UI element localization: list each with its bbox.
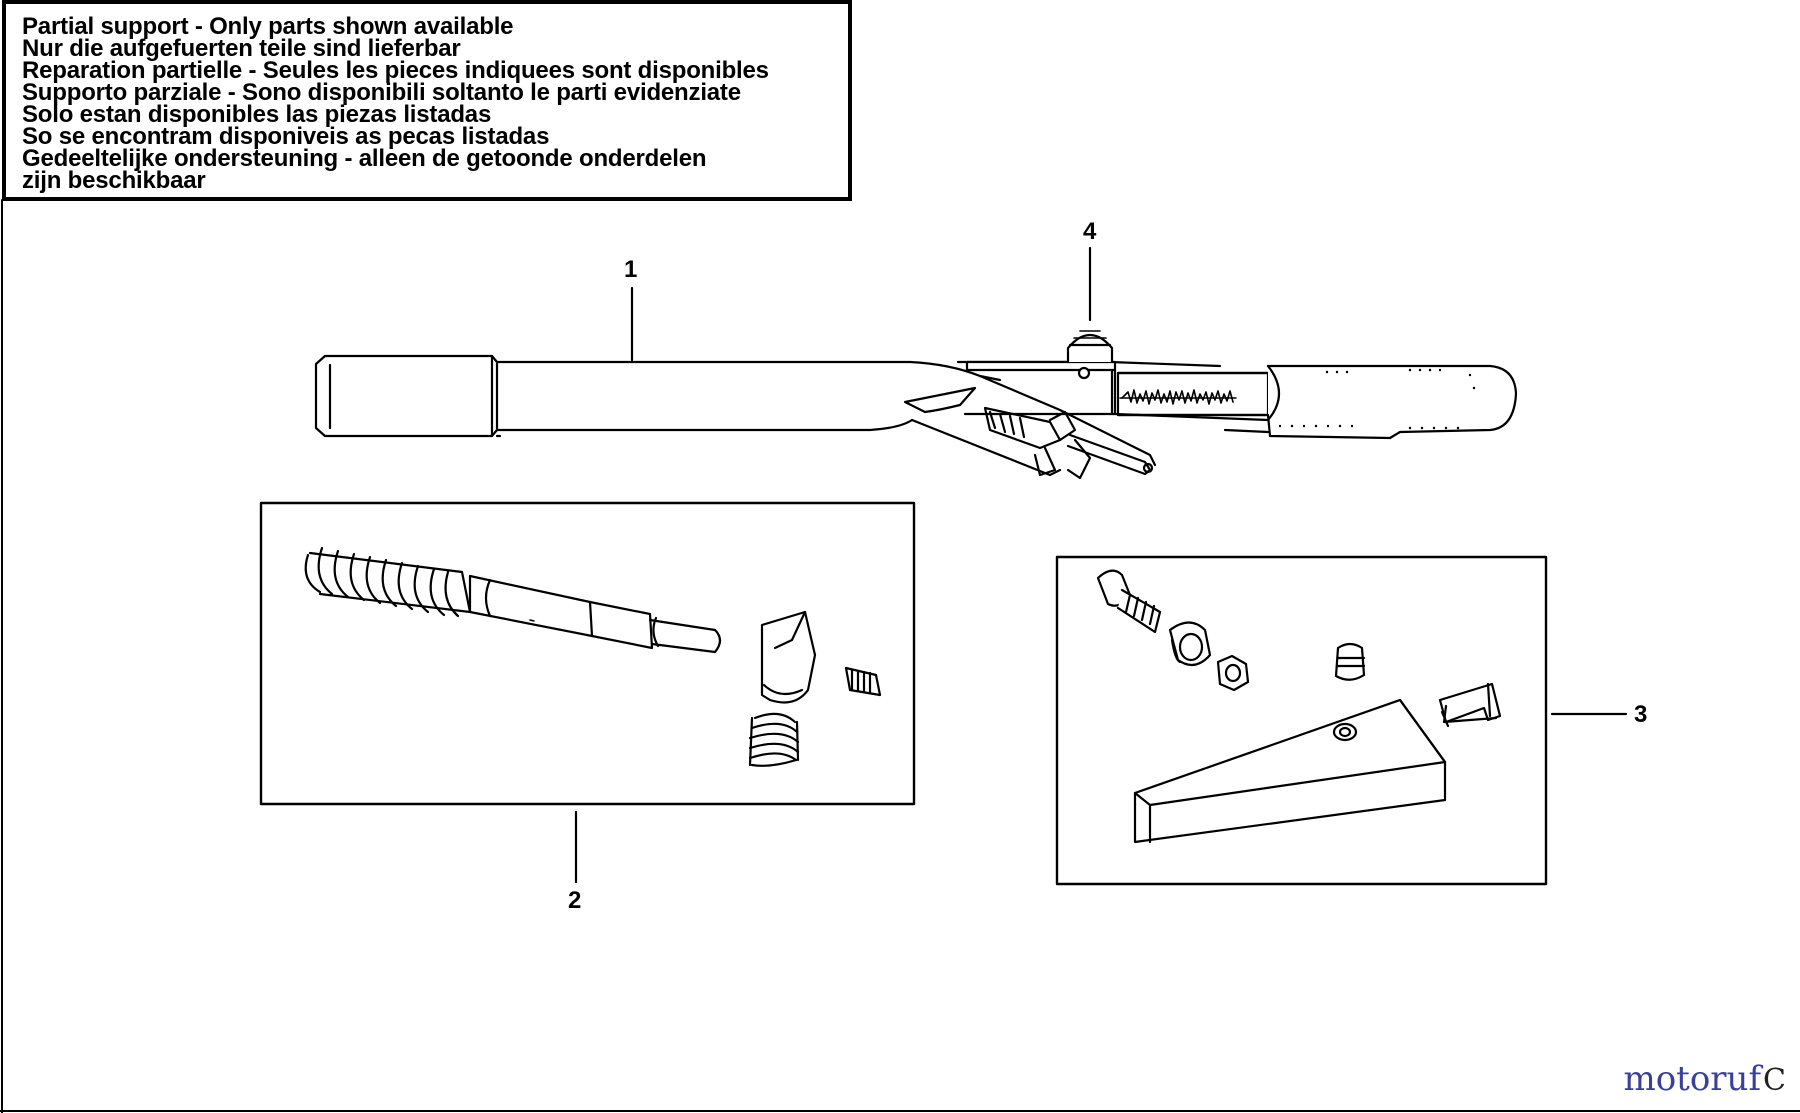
- notice-line-6: So se encontram disponiveis as pecas lis…: [22, 123, 550, 150]
- watermark-text: motoruf: [1623, 1059, 1762, 1099]
- t-bolt: [1438, 682, 1502, 728]
- kit-3-box: [1055, 555, 1548, 886]
- notice-line-7: Gedeeltelijke ondersteuning - alleen de …: [22, 145, 707, 172]
- coil-spring: [748, 712, 800, 767]
- notice-line-5: Solo estan disponibles las piezas listad…: [22, 101, 492, 128]
- grip-texture: [1278, 368, 1476, 430]
- notice-line-3: Reparation partielle - Seules les pieces…: [22, 57, 769, 84]
- hex-nut: [1216, 654, 1250, 692]
- notice-line-8: zijn beschikbaar: [22, 167, 206, 194]
- torque-wrench-assembly: [314, 246, 1518, 480]
- watermark-logo: motorufC: [1623, 1059, 1786, 1099]
- notice-line-1: Partial support - Only parts shown avail…: [22, 13, 514, 40]
- spring-plunger-kit: [259, 501, 916, 884]
- callout-1: 1: [624, 256, 638, 283]
- adapter-block-kit: [1055, 555, 1628, 886]
- lock-washer: [1168, 621, 1212, 667]
- grub-screw: [1334, 642, 1366, 681]
- small-spring: [844, 666, 882, 697]
- watermark-symbol: C: [1763, 1063, 1786, 1098]
- wedge-block: [1133, 698, 1447, 844]
- notice-line-4: Supporto parziale - Sono disponibili sol…: [22, 79, 741, 106]
- kit-2-box: [259, 501, 916, 806]
- notice-line-2: Nur die aufgefuerten teile sind lieferba…: [22, 35, 461, 62]
- partial-support-notice: Partial support - Only parts shown avail…: [2, 0, 852, 201]
- main-spring: [304, 546, 472, 618]
- callout-3: 3: [1634, 701, 1648, 728]
- callout-4: 4: [1083, 218, 1097, 245]
- cap-screw: [1096, 569, 1162, 634]
- callout-2: 2: [568, 887, 582, 914]
